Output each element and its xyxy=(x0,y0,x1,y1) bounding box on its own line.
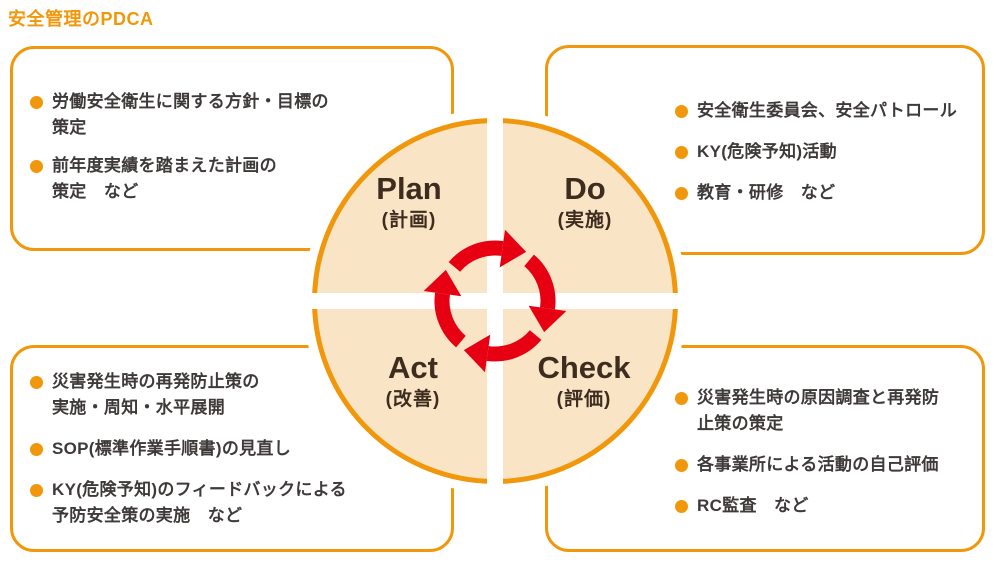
quadrant-label-ja: (改善) xyxy=(385,389,441,410)
item-line: 策定 など xyxy=(52,182,139,201)
item-line: 実施・周知・水平展開 xyxy=(52,398,225,417)
bullet-icon xyxy=(30,96,43,109)
list-item: KY(危険予知)活動 xyxy=(675,139,976,165)
list-item: SOP(標準作業手順書)の見直し xyxy=(30,436,443,462)
quadrant-label-check: Check (評価) xyxy=(537,351,630,412)
list-item: KY(危険予知)のフィードバックによる 予防安全策の実施 など xyxy=(30,477,443,529)
list-item: 労働安全衛生に関する方針・目標の 策定 xyxy=(30,89,443,141)
item-line: SOP(標準作業手順書)の見直し xyxy=(52,439,292,458)
list-item: RC監査 など xyxy=(675,493,976,519)
list-item: 災害発生時の原因調査と再発防 止策の策定 xyxy=(675,385,976,437)
quadrant-label-act: Act (改善) xyxy=(386,351,441,412)
bullet-icon xyxy=(675,187,688,200)
bullet-icon xyxy=(30,160,43,173)
bullet-icon xyxy=(30,376,43,389)
item-line: 労働安全衛生に関する方針・目標の xyxy=(52,92,329,111)
divider-horizontal xyxy=(302,293,688,309)
item-line: 各事業所による活動の自己評価 xyxy=(697,455,939,474)
quadrant-label-ja: (評価) xyxy=(556,389,612,410)
bullet-icon xyxy=(30,484,43,497)
quadrant-label-ja: (計画) xyxy=(381,210,437,231)
quadrant-label-ja: (実施) xyxy=(557,210,613,231)
bullet-icon xyxy=(675,146,688,159)
item-line: 教育・研修 など xyxy=(697,183,836,202)
item-line: 災害発生時の原因調査と再発防 xyxy=(697,388,940,407)
item-line: KY(危険予知)活動 xyxy=(697,142,837,161)
quadrant-label-en: Do xyxy=(564,171,606,206)
page-title: 安全管理のPDCA xyxy=(8,9,154,29)
list-item: 前年度実績を踏まえた計画の 策定 など xyxy=(30,153,443,205)
quadrant-label-en: Plan xyxy=(376,171,442,206)
item-line: 予防安全策の実施 など xyxy=(52,506,243,525)
quadrant-label-do: Do (実施) xyxy=(558,172,613,233)
cycle-arrows-icon xyxy=(424,229,567,373)
list-item: 教育・研修 など xyxy=(675,180,976,206)
bullet-icon xyxy=(30,443,43,456)
list-item: 各事業所による活動の自己評価 xyxy=(675,452,976,478)
item-line: KY(危険予知)のフィードバックによる xyxy=(52,480,347,499)
item-line: 止策の策定 xyxy=(697,414,784,433)
bullet-icon xyxy=(675,392,688,405)
item-line: 災害発生時の再発防止策の xyxy=(52,372,260,391)
item-line: 前年度実績を踏まえた計画の xyxy=(52,156,277,175)
bullet-icon xyxy=(675,105,688,118)
list-item: 安全衛生委員会、安全パトロール xyxy=(675,98,976,124)
list-item: 災害発生時の再発防止策の 実施・周知・水平展開 xyxy=(30,369,443,421)
item-line: 策定 xyxy=(52,118,87,137)
quadrant-label-plan: Plan (計画) xyxy=(376,172,441,233)
bullet-icon xyxy=(675,500,688,513)
pdca-cycle-circle xyxy=(302,108,688,494)
bullet-icon xyxy=(675,459,688,472)
do-detail-box: 安全衛生委員会、安全パトロール KY(危険予知)活動 教育・研修 など xyxy=(545,45,985,255)
item-line: RC監査 など xyxy=(697,496,809,515)
item-line: 安全衛生委員会、安全パトロール xyxy=(697,101,958,120)
quadrant-label-en: Act xyxy=(388,350,438,385)
quadrant-label-en: Check xyxy=(537,350,631,385)
